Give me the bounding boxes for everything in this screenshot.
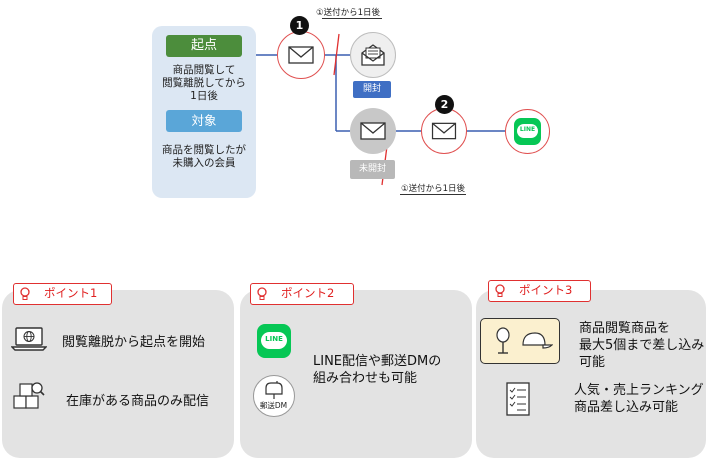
mailbox-label: 郵送DM <box>259 401 288 410</box>
start-tag: 起点 <box>166 35 242 57</box>
flow-connectors <box>256 33 505 186</box>
flow-diagram: 起点 商品閲覧して 閲覧離脱してから 1日後 対象 商品を閲覧したが 未購入の会… <box>0 0 708 220</box>
mail-envelope-icon <box>288 46 314 64</box>
line-app-icon: LINE <box>257 324 291 358</box>
checklist-icon <box>506 382 530 416</box>
mirror-icon <box>496 327 510 354</box>
opened-label: 開封 <box>353 81 391 98</box>
laptop-globe-icon <box>11 327 47 351</box>
step1-timing-note: ①送付から1日後 <box>316 8 381 18</box>
step2-timing-note: ①送付から1日後 <box>401 184 466 194</box>
point3-card <box>476 290 706 458</box>
point1-item1: 閲覧離脱から起点を開始 <box>62 335 206 350</box>
mail-envelope-icon <box>360 122 386 140</box>
line-node: LINE <box>505 109 550 154</box>
lightbulb-icon <box>495 283 505 297</box>
point2-text: LINE配信や郵送DMの 組み合わせも可能 <box>313 354 442 386</box>
unopened-mail-node <box>350 108 396 154</box>
lightbulb-icon <box>257 286 267 300</box>
line-icon-text: LINE <box>265 335 283 343</box>
point3-tab-label: ポイント3 <box>519 283 573 297</box>
trigger-panel: 起点 商品閲覧して 閲覧離脱してから 1日後 対象 商品を閲覧したが 未購入の会… <box>152 26 256 198</box>
mailbox-node: 郵送DM <box>253 375 295 417</box>
cap-icon <box>522 332 553 349</box>
point3-item1: 商品閲覧商品を 最大5個まで差し込み 可能 <box>579 321 705 370</box>
step2-mail-node <box>421 108 467 154</box>
point3-tab: ポイント3 <box>488 280 591 302</box>
start-description: 商品閲覧して 閲覧離脱してから 1日後 <box>162 64 246 102</box>
point2-card <box>240 290 472 458</box>
lightbulb-icon <box>20 286 30 300</box>
point1-card <box>2 290 234 458</box>
unopened-label: 未開封 <box>350 160 395 179</box>
step2-number-badge: 2 <box>435 95 454 114</box>
opened-mail-node <box>350 32 396 78</box>
step1-number-badge: 1 <box>290 16 309 35</box>
stock-boxes-icon <box>13 382 45 409</box>
line-icon-text: LINE <box>519 126 536 133</box>
point1-item2: 在庫がある商品のみ配信 <box>66 394 210 409</box>
step1-mail-node <box>277 31 325 79</box>
point3-item2: 人気・売上ランキング 商品差し込み可能 <box>574 383 704 415</box>
line-app-icon: LINE <box>514 118 541 145</box>
target-description: 商品を閲覧したが 未購入の会員 <box>162 144 246 169</box>
point1-tab: ポイント1 <box>13 283 112 305</box>
product-thumbnail-box <box>480 318 560 364</box>
mail-envelope-icon <box>431 122 457 140</box>
mailbox-icon <box>265 381 283 399</box>
target-tag: 対象 <box>166 110 242 132</box>
point1-tab-label: ポイント1 <box>44 286 98 300</box>
open-mail-icon <box>361 44 385 66</box>
point2-tab-label: ポイント2 <box>281 286 335 300</box>
point2-tab: ポイント2 <box>250 283 354 305</box>
